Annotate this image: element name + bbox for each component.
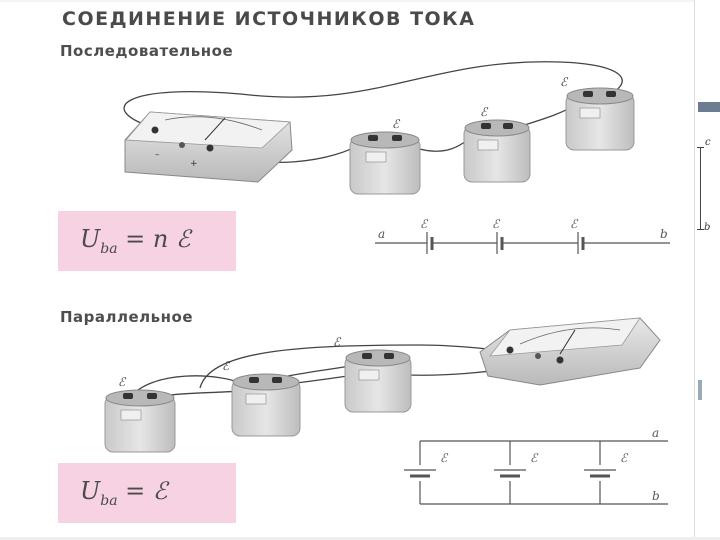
parallel-voltmeter: [479, 317, 661, 386]
series-emf-label-2: ℰ: [480, 105, 489, 119]
side-panel-letter-b: b: [704, 222, 711, 233]
formula-subscript: ba: [100, 492, 118, 509]
series-emf-label-1: ℰ: [392, 117, 401, 131]
side-panel-accent: [698, 102, 720, 112]
slide-top-edge: [0, 0, 720, 2]
series-emf-label-3: ℰ: [560, 75, 569, 89]
series-terminal-a: a: [378, 227, 385, 241]
formula-rhs: = n ℰ: [117, 225, 191, 254]
series-formula-box: Uba = n ℰ: [58, 211, 236, 271]
parallel-emf-label-1: ℰ: [118, 375, 127, 389]
series-battery-3: [565, 87, 635, 151]
parallel-emf-label-3: ℰ: [333, 335, 342, 349]
svg-text:–: –: [155, 150, 160, 160]
side-panel-axis: [700, 147, 701, 229]
side-panel-letter-c: c: [705, 137, 711, 148]
formula-rhs: = ℰ: [117, 477, 168, 506]
series-battery-1: [349, 131, 421, 195]
parallel-battery-3: [344, 349, 412, 413]
side-panel-tick-top: [697, 147, 704, 148]
side-panel-marker: [698, 380, 702, 400]
parallel-schematic-emf-3: ℰ: [620, 451, 629, 465]
parallel-emf-label-2: ℰ: [222, 359, 231, 373]
series-schematic-emf-3: ℰ: [570, 217, 579, 231]
formula-subscript: ba: [100, 240, 118, 257]
side-panel-tick-bottom: [697, 229, 704, 230]
parallel-schematic: [404, 440, 668, 505]
parallel-battery-2: [231, 373, 301, 437]
series-schematic-emf-1: ℰ: [420, 217, 429, 231]
svg-text:+: +: [190, 159, 198, 169]
parallel-formula-box: Uba = ℰ: [58, 463, 236, 523]
slide-bottom-edge: [0, 537, 720, 540]
parallel-formula: Uba = ℰ: [58, 477, 236, 509]
formula-lhs: U: [80, 225, 101, 254]
series-heading: Последовательное: [60, 42, 234, 60]
parallel-battery-1: [104, 389, 176, 453]
parallel-terminal-b: b: [652, 489, 660, 503]
formula-lhs: U: [80, 477, 101, 506]
side-panel: [694, 0, 720, 540]
parallel-schematic-emf-2: ℰ: [530, 451, 539, 465]
series-schematic-emf-2: ℰ: [492, 217, 501, 231]
series-voltmeter: + –: [124, 111, 293, 183]
series-formula: Uba = n ℰ: [58, 225, 236, 257]
series-battery-2: [463, 119, 531, 183]
page-title: СОЕДИНЕНИЕ ИСТОЧНИКОВ ТОКА: [62, 8, 476, 30]
parallel-terminal-a: a: [652, 426, 659, 440]
parallel-heading: Параллельное: [60, 308, 193, 326]
parallel-schematic-emf-1: ℰ: [440, 451, 449, 465]
series-terminal-b: b: [660, 227, 668, 241]
series-schematic: [375, 232, 670, 254]
